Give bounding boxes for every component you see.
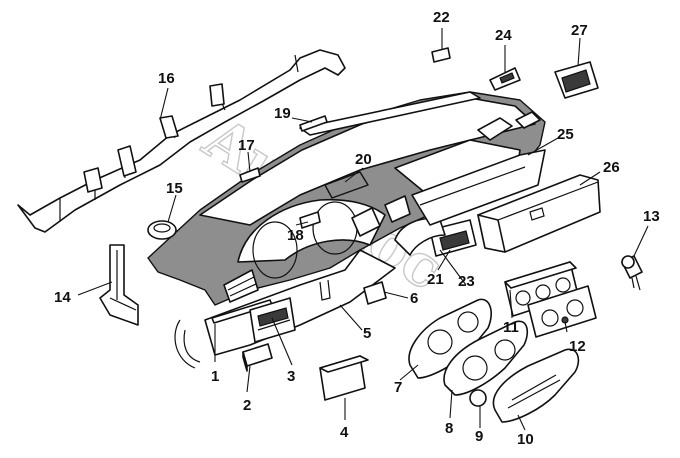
- callout-7: 7: [394, 379, 402, 396]
- callout-4: 4: [340, 424, 349, 441]
- callout-13: 13: [643, 208, 660, 225]
- callout-23: 23: [458, 273, 475, 290]
- callout-15: 15: [166, 180, 183, 197]
- part-20-centre-vent: [324, 171, 369, 199]
- part-7-gauge-housing: [408, 298, 492, 379]
- callout-27: 27: [571, 22, 588, 39]
- callout-20: 20: [355, 151, 372, 168]
- part-18-bezel-ring: [299, 211, 321, 229]
- callout-17: 17: [238, 137, 255, 154]
- callout-10: 10: [517, 431, 534, 448]
- part-6-switch: [363, 281, 387, 305]
- callout-2: 2: [243, 397, 251, 414]
- part-15-speaker-grille: [147, 220, 177, 240]
- callout-18: 18: [287, 227, 304, 244]
- callout-25: 25: [557, 126, 574, 143]
- part-22-clip: [431, 47, 451, 63]
- callout-1: 1: [211, 368, 219, 385]
- callout-8: 8: [445, 420, 453, 437]
- part-16-crossmember: [17, 49, 346, 233]
- part-23-cluster-frame: [394, 218, 446, 256]
- callout-12: 12: [569, 338, 586, 355]
- part-27-side-vent: [554, 61, 599, 99]
- callout-14: 14: [54, 289, 71, 306]
- part-24-tweeter: [489, 67, 521, 91]
- callout-labels: 1 2 3 4 5 6 7 8 9 10 11 12 13 14 15 16 1…: [54, 9, 660, 448]
- leader-lines: [77, 28, 649, 431]
- callout-26: 26: [603, 159, 620, 176]
- callout-22: 22: [433, 9, 450, 26]
- part-26-glovebox: [477, 174, 601, 253]
- part-13-lock-cylinder: [621, 255, 643, 291]
- part-19-strip: [299, 115, 328, 132]
- callout-5: 5: [363, 325, 371, 342]
- part-4-radio-box: [319, 355, 369, 401]
- dashboard-panel: [147, 91, 546, 306]
- callout-19: 19: [274, 105, 291, 122]
- part-9-small-gauge: [469, 389, 487, 407]
- callout-24: 24: [495, 27, 512, 44]
- part-25-glovebox-frame: [411, 149, 546, 226]
- callout-21: 21: [427, 271, 444, 288]
- callout-3: 3: [287, 368, 295, 385]
- part-14-bracket: [99, 244, 139, 326]
- part-12-control-panel: [527, 285, 597, 338]
- part-8-gauge-face: [443, 320, 529, 396]
- part-10-instrument-bezel: [492, 348, 580, 423]
- part-2-switch: [242, 343, 273, 372]
- callout-11: 11: [503, 319, 519, 336]
- callout-9: 9: [475, 428, 483, 445]
- callout-6: 6: [410, 290, 418, 307]
- callout-16: 16: [158, 70, 175, 87]
- part-17-vent-trim: [239, 167, 261, 183]
